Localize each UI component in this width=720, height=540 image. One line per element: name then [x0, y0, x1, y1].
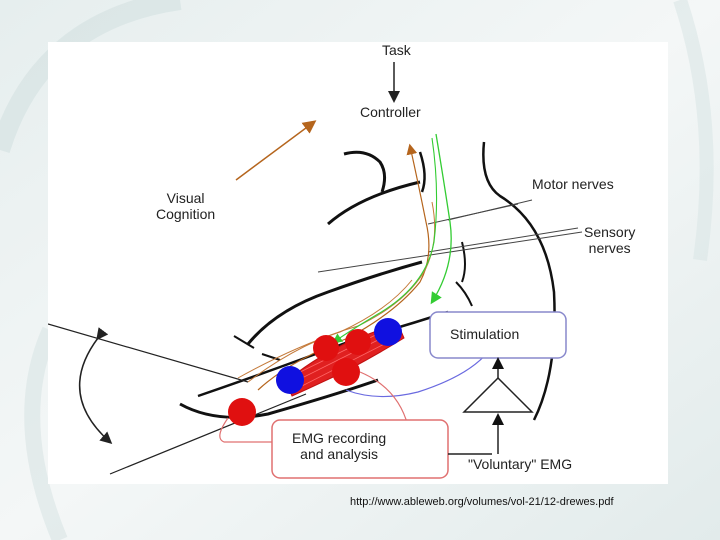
- stimulation-wire: [345, 351, 489, 398]
- nerve-root-stroke-2: [455, 281, 473, 307]
- emg-wire-2: [359, 371, 409, 427]
- motor-nerve-line-2: [427, 203, 519, 225]
- nerve-root-stroke: [461, 241, 466, 283]
- sensory-pathway-1: [257, 143, 430, 391]
- emg-recording-label-line2: and analysis: [300, 446, 378, 462]
- blue-electrode: [374, 318, 402, 346]
- emg-recording-box: [271, 419, 449, 479]
- task-label: Task: [382, 42, 411, 58]
- motor-pathway-1: [430, 133, 452, 305]
- spinal-cord-curve: [327, 180, 421, 226]
- amplifier-triangle: [462, 376, 534, 413]
- joint-line-upper: [48, 323, 249, 383]
- visual-cognition-label-line2: Cognition: [156, 206, 216, 222]
- spinal-cord-outline-left: [343, 150, 387, 193]
- emg-recording-label: EMG recording and analysis: [292, 430, 386, 462]
- sensory-nerves-label: Sensory nerves: [584, 224, 635, 256]
- voluntary-emg-label: "Voluntary" EMG: [468, 456, 573, 472]
- red-electrode: [228, 398, 256, 426]
- red-electrode: [332, 358, 360, 386]
- visual-cognition-label: Visual Cognition: [156, 190, 215, 222]
- diagram-panel: Task Controller Visual Cognition Motor n…: [48, 42, 668, 484]
- visual-cognition-arrow: [235, 120, 317, 181]
- blue-electrode: [276, 366, 304, 394]
- spinal-column-outline: [482, 141, 556, 421]
- joint-angle-arc: [78, 327, 113, 444]
- source-url: http://www.ableweb.org/volumes/vol-21/12…: [350, 496, 614, 508]
- limb-small-strokes: [233, 335, 281, 361]
- emg-wire-1: [219, 417, 274, 443]
- limb-upper-outline: [246, 260, 423, 345]
- emg-recording-label-line1: EMG recording: [292, 430, 387, 446]
- sensory-nerve-line-2: [427, 227, 579, 253]
- sensory-pathway-3: [237, 279, 413, 379]
- neuromuscular-diagram: [48, 62, 583, 479]
- sensory-nerves-label-line1: Sensory: [584, 224, 636, 240]
- visual-cognition-label-line1: Visual: [166, 190, 205, 206]
- joint-line-lower: [109, 393, 307, 475]
- limb-outer-curve: [179, 378, 379, 419]
- red-electrode: [345, 329, 371, 355]
- red-electrode: [313, 335, 339, 361]
- sensory-nerves-label-line2: nerves: [588, 240, 631, 256]
- stimulation-label: Stimulation: [450, 326, 520, 342]
- controller-label: Controller: [360, 104, 421, 120]
- motor-pathway-2: [332, 137, 438, 344]
- motor-nerves-label: Motor nerves: [532, 176, 614, 192]
- spinal-cord-stub: [418, 151, 426, 193]
